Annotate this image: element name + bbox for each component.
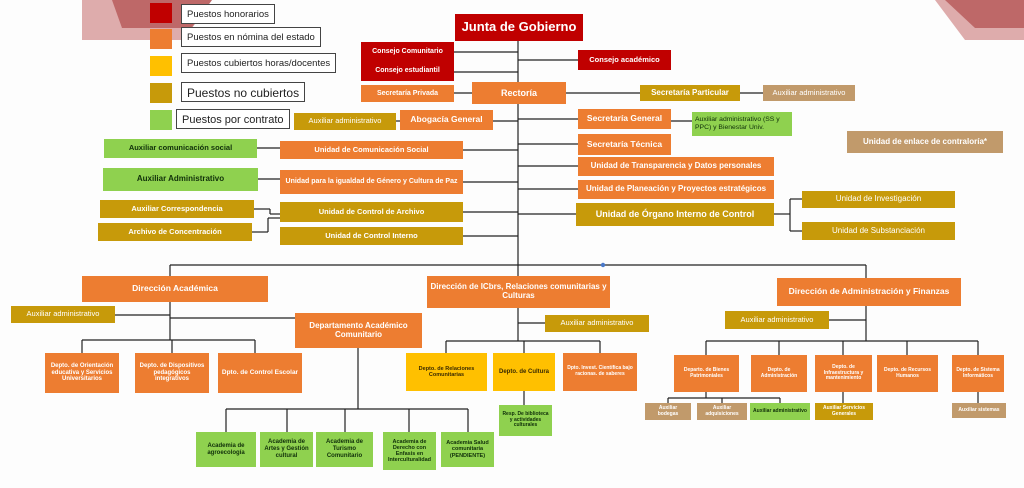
node-consejo-estudiantil: Consejo estudiantil: [361, 61, 454, 81]
node-depto-dispositivos: Depto. de Dispositivos pedagógicos integ…: [135, 353, 209, 393]
node-rectoria: Rectoría: [472, 82, 566, 104]
node-unidad-substanciacion: Unidad de Substanciación: [802, 222, 955, 240]
node-depto-bienes: Departo. de Bienes Patrimoniales: [674, 355, 739, 392]
node-depto-orientacion: Depto. de Orientación educativa y Servic…: [45, 353, 119, 393]
legend-swatch-honorarios: [150, 3, 172, 23]
node-departamento-academico: Departamento Académico Comunitario: [295, 313, 422, 348]
node-aux-bodegas: Auxiliar bodegas: [645, 403, 691, 420]
node-aux-administrativo-finanzas: Auxiliar administrativo: [750, 403, 810, 420]
legend-label-honorarios: Puestos honorarios: [181, 4, 275, 24]
node-secretaria-privada: Secretaría Privada: [361, 85, 454, 102]
node-direccion-icbrs: Dirección de ICbrs, Relaciones comunitar…: [427, 276, 610, 308]
node-responsable-biblioteca: Resp. De biblioteca y actividades cultur…: [499, 405, 552, 436]
node-unidad-organo-interno: Unidad de Órgano Interno de Control: [576, 203, 774, 226]
node-consejo-comunitario: Consejo Comunitario: [361, 42, 454, 61]
node-direccion-academica: Dirección Académica: [82, 276, 268, 302]
node-unidad-investigacion: Unidad de Investigación: [802, 191, 955, 208]
corner-decoration-right: [935, 0, 1024, 40]
legend-swatch-nomina: [150, 29, 172, 49]
node-consejo-academico: Consejo académico: [578, 50, 671, 70]
node-academia-artes: Academia de Artes y Gestión cultural: [260, 432, 313, 467]
legend-swatch-horas: [150, 56, 172, 76]
node-aux-adquisiciones: Auxiliar adquisiciones: [697, 403, 747, 420]
node-unidad-igualdad: Unidad para la igualdad de Género y Cult…: [280, 170, 463, 194]
node-abogacia-general: Abogacía General: [400, 110, 493, 130]
node-depto-sistemas: Depto. de Sistema Informáticos: [952, 355, 1004, 392]
node-aux-secretaria-particular: Auxiliar administrativo: [763, 85, 855, 101]
node-depto-infraestructura: Depto. de Infraestructura y mantenimient…: [815, 355, 872, 392]
node-academia-turismo: Academia de Turismo Comunitario: [316, 432, 373, 467]
node-direccion-administracion: Dirección de Administración y Finanzas: [777, 278, 961, 306]
node-archivo-concentracion: Archivo de Concentración: [98, 223, 252, 241]
legend-swatch-no-cubiertos: [150, 83, 172, 103]
node-academia-salud: Academia Salud comunitaria (PENDIENTE): [441, 432, 494, 467]
junction-dot: [600, 262, 606, 268]
node-aux-administrativo-green: Auxiliar Administrativo: [103, 168, 258, 191]
node-aux-servicios-generales: Auxiliar Servicios Generales: [815, 403, 873, 420]
node-unidad-contraloria: Unidad de enlace de contraloría*: [847, 131, 1003, 153]
node-academia-agroecologia: Academia de agroecología: [196, 432, 256, 467]
node-unidad-transparencia: Unidad de Transparencia y Datos personal…: [578, 157, 774, 176]
node-aux-sistemas: Auxiliar sistemas: [952, 403, 1006, 418]
legend-label-horas: Puestos cubiertos horas/docentes: [181, 53, 337, 73]
node-unidad-planeacion: Unidad de Planeación y Proyectos estraté…: [578, 180, 774, 199]
node-depto-relaciones: Depto. de Relaciones Comunitarias: [406, 353, 487, 391]
node-secretaria-tecnica: Secretaría Técnica: [578, 134, 671, 155]
node-depto-recursos-humanos: Depto. de Recursos Humanos: [877, 355, 938, 392]
node-aux-correspondencia: Auxiliar Correspondencia: [100, 200, 254, 218]
node-depto-control-escolar: Dpto. de Control Escolar: [218, 353, 302, 393]
node-secretaria-particular: Secretaría Particular: [640, 85, 740, 101]
node-depto-cultura: Depto. de Cultura: [493, 353, 555, 391]
node-junta-gobierno: Junta de Gobierno: [455, 14, 583, 41]
node-aux-comunicacion-social: Auxiliar comunicación social: [104, 139, 257, 158]
node-depto-administracion: Depto. de Administración: [751, 355, 807, 392]
node-unidad-control-interno: Unidad de Control Interno: [280, 227, 463, 245]
legend-swatch-contrato: [150, 110, 172, 130]
node-secretaria-general: Secretaría General: [578, 109, 671, 129]
node-unidad-comunicacion-social: Unidad de Comunicación Social: [280, 141, 463, 159]
legend-label-nomina: Puestos en nómina del estado: [181, 27, 321, 47]
node-depto-investigacion: Dpto. Invest. Científica bajo racionas. …: [563, 353, 637, 391]
node-aux-direccion-administracion: Auxiliar administrativo: [725, 311, 829, 329]
node-unidad-archivo: Unidad de Control de Archivo: [280, 202, 463, 222]
node-aux-abogacia: Auxiliar administrativo: [294, 113, 396, 130]
node-aux-icbrs: Auxiliar administrativo: [545, 315, 649, 332]
legend-label-contrato: Puestos por contrato: [176, 109, 290, 129]
node-aux-direccion-academica: Auxiliar administrativo: [11, 306, 115, 323]
legend-label-no-cubiertos: Puestos no cubiertos: [181, 82, 306, 102]
node-academia-derecho: Academia de Derecho con Enfasis en Inter…: [383, 432, 436, 470]
node-aux-secretaria-general: Auxiliar administrativo (SS y PPC) y Bie…: [692, 112, 792, 136]
